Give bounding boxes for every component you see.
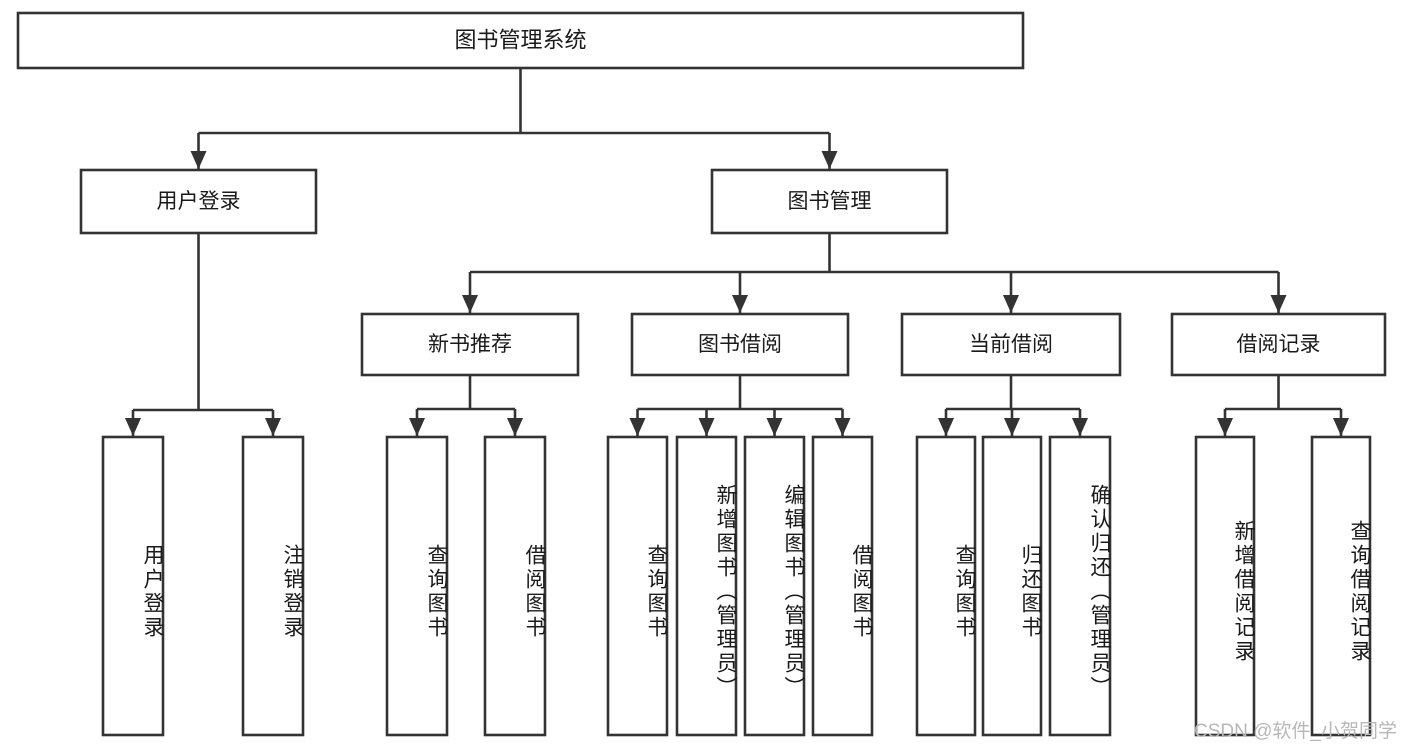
- node-box-current-borrow: [900, 312, 1122, 377]
- arrow-head-icon: [1003, 295, 1019, 313]
- arrow-head-icon: [834, 418, 851, 436]
- arrow-head-icon: [1072, 418, 1088, 436]
- node-box-leaf-user-login: [101, 435, 165, 737]
- node-label-user-login: 用户登录: [157, 190, 241, 213]
- node-leaf-add-record[interactable]: [1194, 435, 1256, 737]
- node-box-borrow-record: [1170, 312, 1387, 377]
- node-user-login[interactable]: 用户登录: [79, 168, 318, 235]
- node-borrow-record[interactable]: 借阅记录: [1170, 312, 1387, 377]
- arrow-head-icon: [462, 295, 478, 313]
- node-box-leaf-return-book: [981, 435, 1043, 737]
- node-leaf-borrow-book-2[interactable]: [811, 435, 874, 737]
- node-box-new-book-recommend: [360, 312, 580, 377]
- arrow-head-icon: [190, 151, 207, 169]
- watermark-text: CSDN @软件_小贺同学: [1194, 721, 1397, 742]
- node-box-leaf-query-record: [1310, 435, 1372, 737]
- node-leaf-borrow-book-1[interactable]: [483, 435, 547, 737]
- arrow-head-icon: [698, 418, 715, 436]
- node-box-leaf-add-record: [1194, 435, 1256, 737]
- node-leaf-query-book-3[interactable]: [915, 435, 977, 737]
- node-book-manage[interactable]: 图书管理: [710, 168, 949, 235]
- arrow-head-icon: [1270, 295, 1287, 313]
- node-box-user-login: [79, 168, 318, 235]
- node-box-leaf-borrow-book-1: [483, 435, 547, 737]
- arrow-head-icon: [409, 418, 425, 436]
- arrow-head-icon: [821, 151, 838, 169]
- node-leaf-confirm-return[interactable]: [1048, 435, 1112, 737]
- node-box-book-manage: [710, 168, 949, 235]
- edges-layer: [125, 68, 1349, 436]
- node-label-new-book-recommend: 新书推荐: [428, 333, 512, 356]
- arrow-head-icon: [1333, 418, 1349, 436]
- node-box-book-borrow: [630, 312, 850, 377]
- node-label-root: 图书管理系统: [454, 27, 586, 52]
- node-box-leaf-logout: [241, 435, 305, 737]
- arrow-head-icon: [732, 295, 748, 313]
- node-leaf-edit-book[interactable]: [743, 435, 806, 737]
- node-box-leaf-borrow-book-2: [811, 435, 874, 737]
- arrow-head-icon: [507, 418, 523, 436]
- node-box-leaf-query-book-2: [606, 435, 669, 737]
- node-label-current-borrow: 当前借阅: [969, 333, 1053, 356]
- node-root[interactable]: 图书管理系统: [16, 11, 1025, 70]
- node-leaf-query-book-1[interactable]: [385, 435, 449, 737]
- node-leaf-query-book-2[interactable]: [606, 435, 669, 737]
- node-box-leaf-add-book: [675, 435, 738, 737]
- arrow-head-icon: [265, 418, 281, 436]
- arrow-head-icon: [629, 418, 646, 436]
- arrow-head-icon: [1004, 418, 1020, 436]
- node-box-leaf-confirm-return: [1048, 435, 1112, 737]
- node-leaf-add-book[interactable]: [675, 435, 738, 737]
- node-label-book-manage: 图书管理: [788, 190, 872, 213]
- node-box-leaf-edit-book: [743, 435, 806, 737]
- node-leaf-return-book[interactable]: [981, 435, 1043, 737]
- node-label-book-borrow: 图书借阅: [698, 333, 782, 356]
- node-book-borrow[interactable]: 图书借阅: [630, 312, 850, 377]
- node-box-leaf-query-book-1: [385, 435, 449, 737]
- node-box-root: [16, 11, 1025, 70]
- arrow-head-icon: [766, 418, 783, 436]
- node-box-leaf-query-book-3: [915, 435, 977, 737]
- arrow-head-icon: [125, 418, 141, 436]
- node-label-borrow-record: 借阅记录: [1237, 333, 1321, 356]
- node-new-book-recommend[interactable]: 新书推荐: [360, 312, 580, 377]
- node-leaf-query-record[interactable]: [1310, 435, 1372, 737]
- node-leaf-logout[interactable]: [241, 435, 305, 737]
- node-leaf-user-login[interactable]: [101, 435, 165, 737]
- node-current-borrow[interactable]: 当前借阅: [900, 312, 1122, 377]
- arrow-head-icon: [938, 418, 954, 436]
- arrow-head-icon: [1217, 418, 1233, 436]
